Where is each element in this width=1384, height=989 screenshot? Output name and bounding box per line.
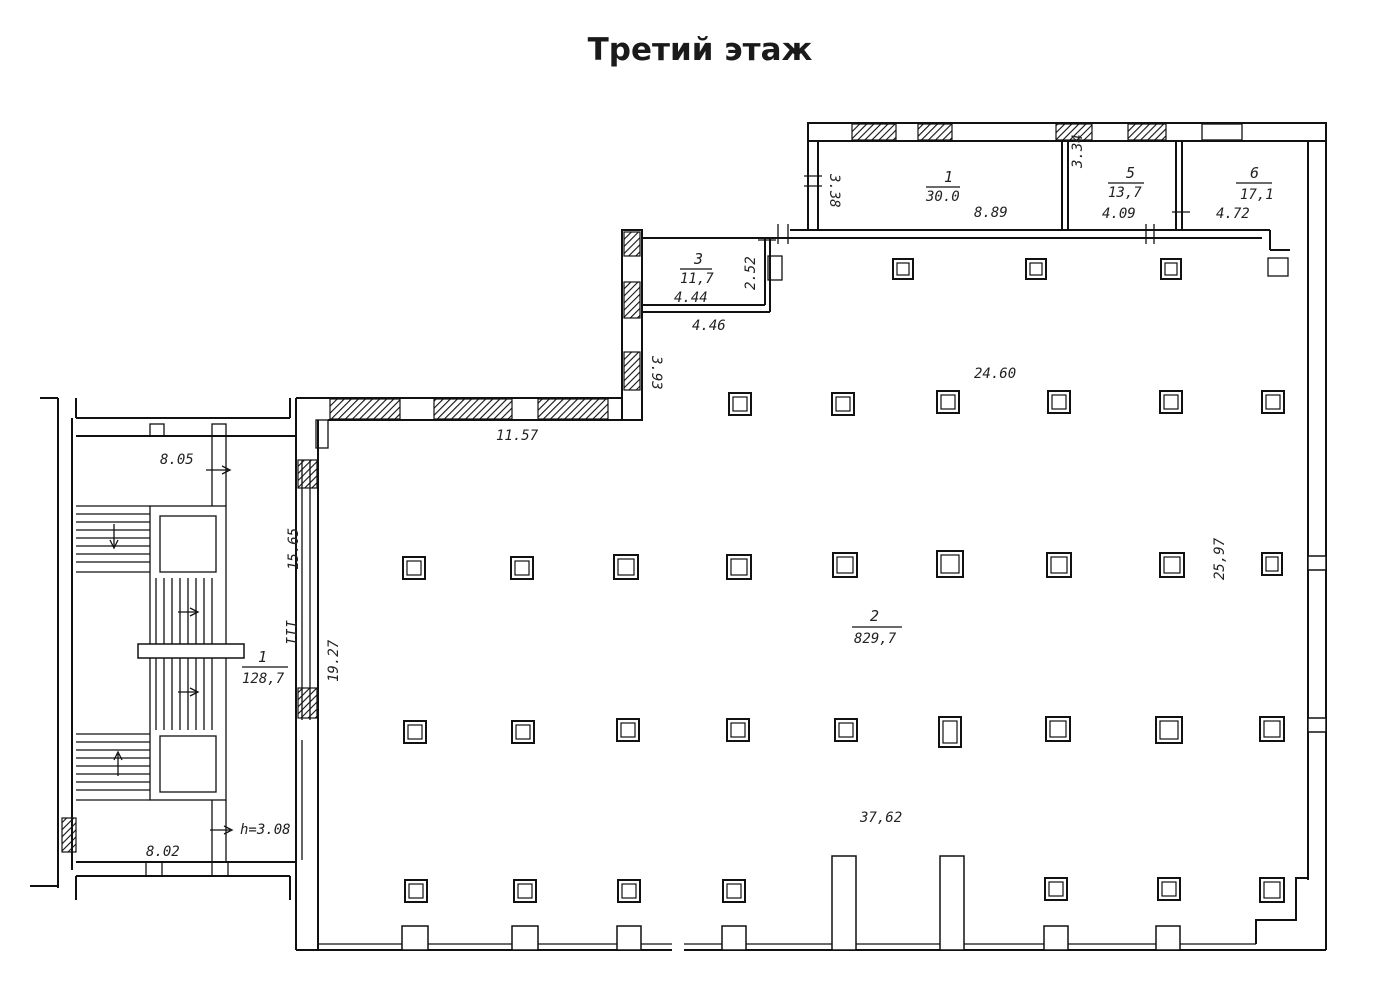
- room-2-number: 2: [870, 607, 879, 625]
- dim-3-93: 3.93: [648, 355, 664, 390]
- dim-4-72: 4.72: [1216, 206, 1250, 222]
- dim-3-38: 3.38: [826, 173, 842, 208]
- page-title: Третий этаж: [587, 32, 813, 68]
- room-1-number: 1: [258, 648, 267, 666]
- stair-block: [30, 397, 311, 900]
- outer-walls: [295, 122, 1327, 951]
- dim-8-02: 8.02: [146, 844, 180, 860]
- room-2-area: 829,7: [854, 631, 897, 647]
- dim-25-97: 25,97: [1212, 537, 1228, 580]
- wall-pilasters: [401, 555, 1327, 951]
- dimension-labels: 3.38 8.89 3.34 4.09 4.72 2.52 4.44 4.46 …: [146, 134, 1250, 860]
- dim-4-46: 4.46: [692, 318, 726, 334]
- dim-4-09: 4.09: [1102, 206, 1136, 222]
- hall-columns: [402, 258, 1285, 951]
- dim-height: h=3.08: [240, 822, 291, 838]
- dim-3-34: 3.34: [1070, 134, 1086, 169]
- dim-37-62: 37,62: [859, 810, 902, 826]
- dim-8-89: 8.89: [974, 205, 1008, 221]
- dimension-ticks: [758, 175, 1190, 244]
- room-5-area: 13,7: [1108, 185, 1142, 201]
- dim-11-57: 11.57: [496, 428, 539, 444]
- room-3-area: 11,7: [680, 271, 714, 287]
- room-5-number: 5: [1126, 164, 1135, 182]
- dim-24-60: 24.60: [974, 366, 1016, 382]
- room-1-area: 128,7: [242, 671, 285, 687]
- dim-19-27: 19.27: [326, 639, 342, 682]
- dim-15-65: 15.65: [286, 528, 302, 570]
- dim-2-52: 2.52: [743, 256, 759, 290]
- dim-4-44: 4.44: [674, 290, 708, 306]
- room-6-area: 17,1: [1240, 187, 1274, 203]
- stair-mark: III: [282, 620, 298, 646]
- room-6-number: 6: [1250, 164, 1259, 182]
- window-hatches: [61, 123, 1243, 853]
- room-3-number: 3: [693, 250, 703, 268]
- room-labels: 1 30.0 5 13,7 6 17,1 3 11,7 2 829,7 1 12…: [242, 164, 1274, 687]
- room-4-number: 1: [944, 168, 953, 186]
- room-4-area: 30.0: [925, 189, 960, 205]
- dim-8-05: 8.05: [160, 452, 194, 468]
